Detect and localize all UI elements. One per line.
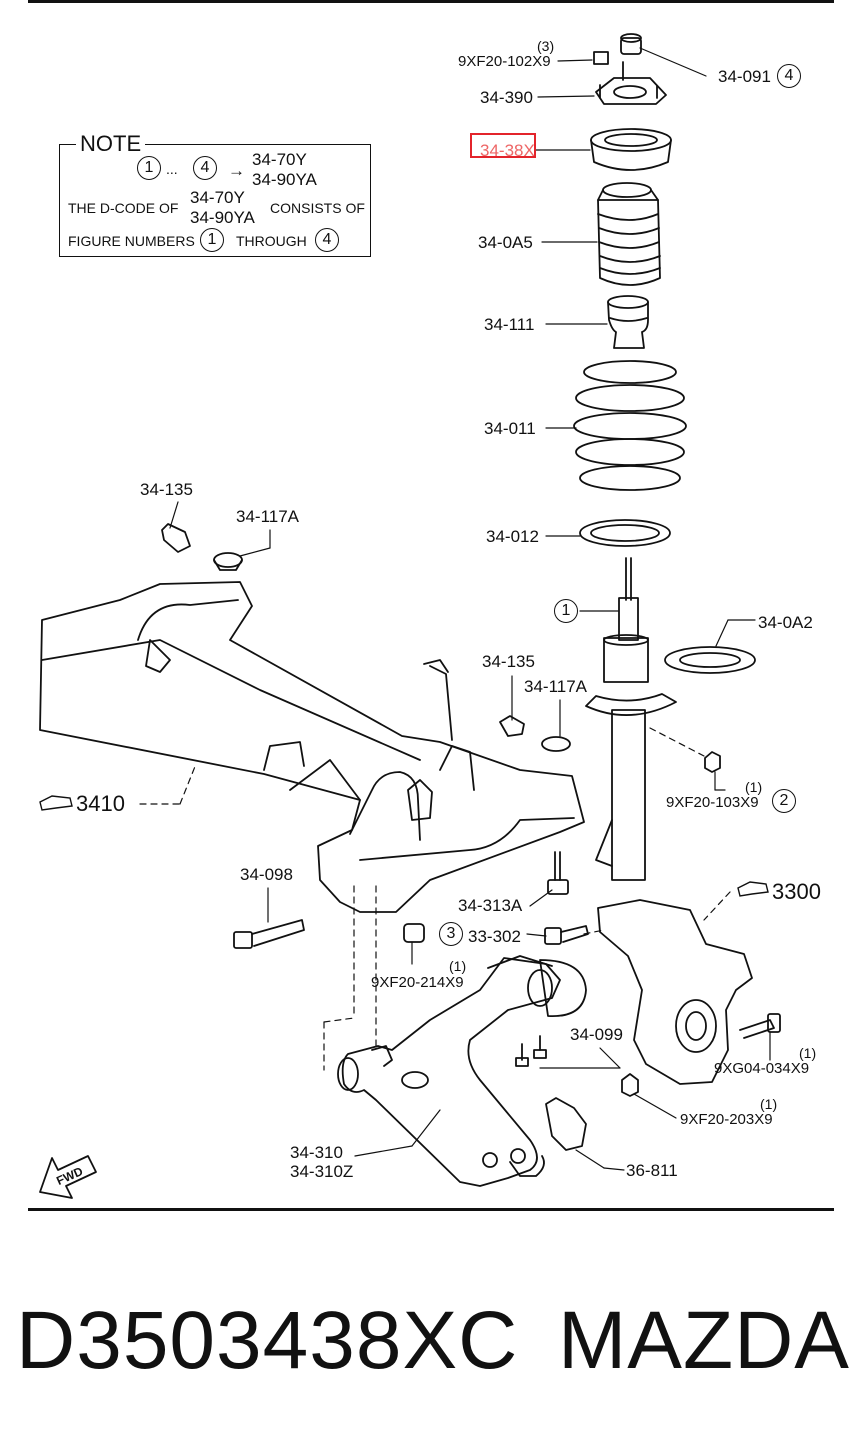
top-rule [28, 0, 834, 3]
nut-icon-2 [403, 923, 425, 943]
label-34-117a-b: 34-117A [524, 677, 588, 696]
strut-mount-icon [595, 61, 667, 105]
highlight-box-34-38x [470, 133, 536, 158]
note-line2-code-b: 34-90YA [190, 208, 255, 227]
note-line3-prefix: FIGURE NUMBERS [68, 233, 195, 249]
note-circle-from: 1 [137, 156, 161, 180]
nut-icon-3 [621, 1073, 639, 1097]
dust-boot-icon [597, 182, 661, 286]
qty-102x9: (3) [537, 38, 555, 54]
qty-203x9: (1) [760, 1096, 778, 1112]
fwd-arrow-icon [39, 1155, 97, 1199]
circle-34-091: 4 [777, 64, 801, 88]
label-9xf20-102x9: 9XF20-102X9 [458, 53, 551, 70]
hand-pointer-icon-3410 [39, 795, 73, 811]
note-code-b: 34-90YA [252, 170, 317, 189]
coil-spring-icon [573, 360, 687, 491]
note-circle-to: 4 [193, 156, 217, 180]
label-34-135-b: 34-135 [482, 652, 535, 671]
bolt-icon-313A [547, 851, 569, 895]
label-34-011: 34-011 [484, 419, 536, 438]
clip-icon-c [499, 715, 525, 737]
clip-icon-a [161, 523, 191, 553]
label-34-0a2: 34-0A2 [758, 613, 813, 632]
label-3300: 3300 [772, 879, 821, 904]
qty-214x9: (1) [449, 958, 467, 974]
label-34-117a-a: 34-117A [236, 507, 300, 526]
spring-seat-icon [579, 519, 671, 547]
part-number: D3503438XC [16, 1295, 519, 1386]
label-33-302: 33-302 [468, 927, 521, 946]
label-34-0a5: 34-0A5 [478, 233, 533, 252]
label-34-310z: 34-310Z [290, 1162, 354, 1181]
clip-icon-d [541, 736, 571, 752]
label-34-310: 34-310 [290, 1143, 343, 1162]
lower-arm-icon [337, 955, 587, 1187]
circle-strut: 1 [554, 599, 578, 623]
hand-pointer-icon-3300 [737, 881, 769, 897]
label-34-390: 34-390 [480, 88, 533, 107]
note-title: NOTE [76, 132, 146, 156]
note-line3-mid: THROUGH [236, 233, 307, 249]
label-34-313a: 34-313A [458, 896, 523, 915]
bottom-rule [28, 1208, 834, 1211]
note-box [59, 144, 371, 257]
bolt-icon-099 [515, 1035, 547, 1067]
note-dots: ... [166, 161, 178, 177]
note-arrow: → [228, 161, 245, 180]
label-36-811: 36-811 [626, 1161, 678, 1180]
note-line2-suffix: CONSISTS OF [270, 200, 365, 216]
label-34-099: 34-099 [570, 1025, 623, 1044]
note-code-a: 34-70Y [252, 150, 307, 169]
label-34-012: 34-012 [486, 527, 539, 546]
label-9xf20-103x9: 9XF20-103X9 [666, 794, 759, 811]
label-34-38x: 34-38X [480, 141, 535, 160]
bolt-icon-098 [233, 919, 305, 949]
bump-stop-icon [607, 295, 649, 349]
note-line2-code-a: 34-70Y [190, 188, 245, 207]
note-line2-prefix: THE D-CODE OF [68, 200, 179, 216]
note-line3-circle-from: 1 [200, 228, 224, 252]
circle-103x9: 2 [772, 789, 796, 813]
clip-icon-b [213, 552, 243, 571]
label-34-098: 34-098 [240, 865, 293, 884]
qty-034x9: (1) [799, 1045, 817, 1061]
label-34-135-a: 34-135 [140, 480, 193, 499]
top-nut-icon [593, 33, 642, 65]
note-line3-circle-to: 4 [315, 228, 339, 252]
knuckle-icon [597, 899, 753, 1085]
shim-icon [664, 646, 756, 674]
label-9xg04-034x9: 9XG04-034X9 [714, 1060, 810, 1077]
strut-assembly-icon [585, 557, 677, 881]
bearing-icon [590, 128, 672, 171]
label-34-091: 34-091 [718, 67, 771, 86]
shield-icon [545, 1097, 587, 1151]
nut-icon-1 [704, 751, 721, 773]
bolt-icon-034 [739, 1013, 781, 1039]
label-3410: 3410 [76, 791, 125, 816]
label-34-111: 34-111 [484, 315, 535, 334]
label-9xf20-203x9: 9XF20-203X9 [680, 1111, 773, 1128]
subframe-icon [39, 581, 585, 913]
label-9xf20-214x9: 9XF20-214X9 [371, 974, 464, 991]
circle-33-302: 3 [439, 922, 463, 946]
brand-name: MAZDA [558, 1295, 850, 1386]
qty-103x9: (1) [745, 779, 763, 795]
bolt-icon-302 [544, 925, 589, 945]
